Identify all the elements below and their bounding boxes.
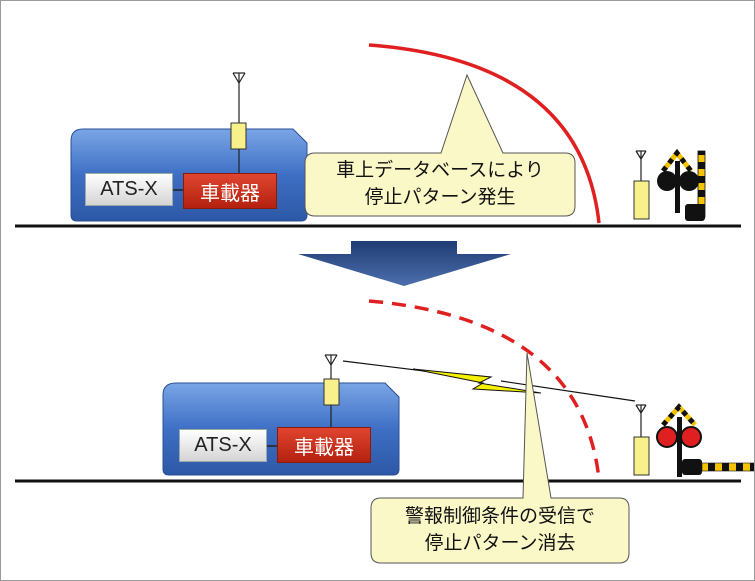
callout-bubble-bottom xyxy=(370,352,630,564)
stop-pattern-curve-solid xyxy=(368,43,601,224)
antenna-icon xyxy=(230,72,247,173)
ats-x-label: ATS-X xyxy=(179,429,267,462)
callout-text-top: 車上データベースにより 停止パターン発生 xyxy=(305,157,575,211)
callout-line: 停止パターン消去 xyxy=(424,532,576,554)
wayside-antenna-icon xyxy=(633,150,650,220)
crossing-signal-icon xyxy=(657,148,706,221)
onboard-unit-label: 車載器 xyxy=(277,427,371,463)
radio-signal-icon xyxy=(412,368,542,394)
antenna-icon xyxy=(323,354,340,429)
radio-link-line xyxy=(500,380,636,402)
transition-arrow xyxy=(298,241,511,286)
callout-bubble-top xyxy=(304,73,576,217)
crossing-signal-icon xyxy=(656,403,754,477)
ats-x-label: ATS-X xyxy=(85,173,173,206)
stop-pattern-curve-dashed xyxy=(368,299,601,480)
wayside-antenna-icon xyxy=(633,404,650,476)
callout-line: 警報制御条件の受信で xyxy=(404,505,595,527)
callout-text-bottom: 警報制御条件の受信で 停止パターン消去 xyxy=(371,503,629,557)
callout-line: 停止パターン発生 xyxy=(364,186,516,208)
callout-line: 車上データベースにより xyxy=(336,159,544,181)
onboard-unit-label: 車載器 xyxy=(183,173,277,209)
bottom-scene xyxy=(15,299,754,483)
